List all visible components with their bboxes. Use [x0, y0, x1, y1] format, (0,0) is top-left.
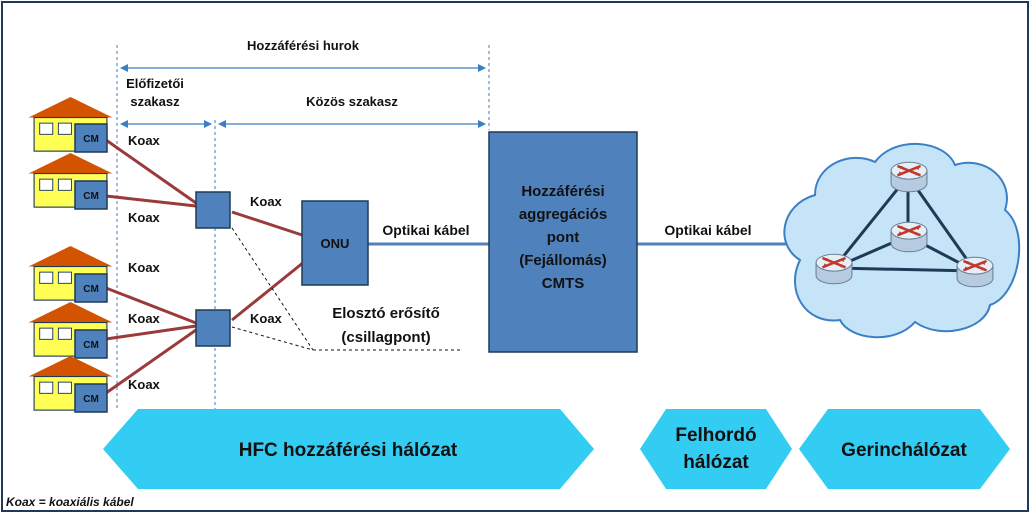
cmts-line: aggregációs	[519, 206, 607, 223]
cmts-box	[488, 131, 638, 353]
house-2: CM	[28, 153, 113, 210]
backhaul-banner-label-1: Felhordó	[675, 425, 756, 446]
cm-label: CM	[83, 340, 99, 351]
optical-cable-label-1: Optikai kábel	[382, 222, 469, 238]
amplifier-label-1: Elosztó erősítő	[332, 305, 440, 322]
hfc-banner	[103, 409, 594, 489]
common-segment-label: Közös szakasz	[306, 94, 398, 109]
coax-label: Koax	[128, 311, 161, 326]
onu-box	[301, 200, 369, 286]
subscriber-segment-label-2: szakasz	[130, 94, 180, 109]
backhaul-banner	[640, 409, 792, 489]
cable-modem-1	[74, 123, 108, 153]
cmts-line: Hozzáférési	[521, 183, 604, 200]
coax-label: Koax	[128, 210, 161, 225]
splitter-lower	[195, 309, 231, 347]
cable-modem-4	[74, 329, 108, 359]
cm-label: CM	[83, 284, 99, 295]
cable-modem-2	[74, 180, 108, 210]
house-3: CM	[28, 246, 113, 303]
cmts-line: (Fejállomás)	[519, 252, 607, 269]
house-1: CM	[28, 97, 113, 153]
splitter-upper	[195, 191, 231, 229]
cable-modem-5	[74, 383, 108, 413]
coax-label: Koax	[250, 194, 283, 209]
cmts-label: Hozzáférési aggregációs pont (Fejállomás…	[519, 183, 607, 292]
segment-guides	[116, 45, 490, 410]
router-icon	[890, 220, 928, 254]
backbone-banner-label: Gerinchálózat	[841, 440, 967, 461]
footnote: Koax = koaxiális kábel	[6, 495, 134, 509]
cm-label: CM	[83, 394, 99, 405]
access-loop-label: Hozzáférési hurok	[247, 38, 360, 53]
backbone-banner	[799, 409, 1010, 489]
cmts-line: CMTS	[542, 275, 585, 292]
cm-label: CM	[83, 191, 99, 202]
coax-label: Koax	[128, 260, 161, 275]
coax-label: Koax	[128, 377, 161, 392]
coax-label: Koax	[128, 133, 161, 148]
cmts-line: pont	[547, 229, 579, 246]
subscriber-segment-label-1: Előfizetői	[126, 76, 184, 91]
coax-label: Koax	[250, 311, 283, 326]
backhaul-banner-label-2: hálózat	[683, 452, 749, 473]
house-4: CM	[28, 302, 113, 359]
amplifier-label-2: (csillagpont)	[341, 329, 430, 346]
onu-label: ONU	[321, 236, 350, 251]
router-icon	[890, 160, 928, 194]
cm-label: CM	[83, 134, 99, 145]
router-icon	[815, 252, 853, 286]
router-icon	[956, 255, 994, 289]
amplifier-callout	[231, 227, 462, 351]
cable-modem-3	[74, 273, 108, 303]
house-5: CM	[28, 356, 113, 413]
optical-cable-label-2: Optikai kábel	[664, 222, 751, 238]
coax-cables	[105, 138, 305, 395]
hfc-banner-label: HFC hozzáférési hálózat	[239, 440, 458, 461]
